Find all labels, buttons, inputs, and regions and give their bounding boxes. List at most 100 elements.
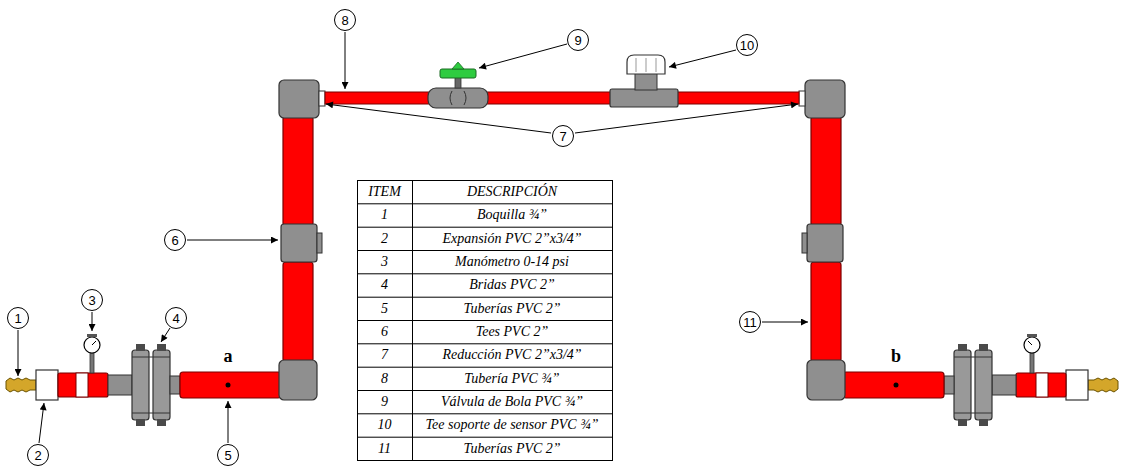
callout-number: 11	[743, 316, 757, 329]
callout-number: 3	[88, 294, 95, 307]
bolt	[132, 413, 170, 414]
table-rule	[358, 413, 613, 414]
valve-handle	[440, 69, 476, 78]
point-label: b	[891, 347, 901, 367]
flange-stub	[170, 376, 180, 394]
table-rule	[358, 343, 613, 344]
table-cell: Tuberías PVC 2”	[463, 301, 560, 316]
leader-line	[479, 44, 567, 68]
callout-number: 6	[171, 234, 178, 247]
knob-rib	[646, 58, 647, 72]
callout-number: 1	[14, 312, 21, 325]
leader-line	[762, 322, 808, 323]
table-rule	[358, 390, 613, 391]
small-pipe	[486, 92, 612, 104]
elbow	[279, 80, 319, 118]
callout-number: 2	[34, 449, 41, 462]
pipe	[283, 116, 313, 226]
callout-circle: 8	[334, 9, 356, 31]
table-cell: 9	[381, 394, 388, 409]
gauge-stem	[90, 353, 94, 373]
table-cell: Tuberías PVC 2”	[463, 441, 560, 456]
small-pipe	[325, 92, 430, 104]
leader-line	[18, 330, 19, 376]
table-rule	[358, 227, 613, 228]
callout-number: 10	[740, 39, 754, 52]
pipe-band	[76, 373, 88, 397]
leader-line	[345, 32, 346, 89]
bolt	[132, 357, 170, 358]
leader-line	[161, 328, 170, 342]
table-cell: Tee soporte de sensor PVC ¾”	[426, 417, 599, 432]
leader-line	[228, 401, 229, 443]
valve-stem	[455, 77, 461, 88]
callout-number: 8	[341, 14, 348, 27]
table-rule	[358, 297, 613, 298]
right-assembly	[799, 80, 1118, 426]
ball-valve	[428, 88, 488, 108]
callout-circle: 4	[165, 307, 187, 329]
table-cell: DESCRIPCIÓN	[467, 184, 557, 199]
table-cell: 1	[381, 207, 388, 222]
gauge-needle	[92, 341, 96, 345]
callout-circle: 10	[736, 34, 758, 56]
table-cell: 7	[381, 347, 388, 362]
bolt-nut	[157, 419, 166, 426]
table-cell: Válvula de Bola PVC ¾”	[441, 394, 583, 409]
table-border	[358, 181, 613, 461]
knob-rib	[636, 58, 637, 72]
elbow	[279, 360, 317, 400]
nozzle	[6, 378, 36, 392]
table-cell: Manómetro 0-14 psi	[455, 254, 569, 269]
table-cell: 6	[381, 324, 388, 339]
table-cell: Boquilla ¾”	[477, 207, 547, 222]
knob-rib	[656, 58, 657, 72]
leader-line	[39, 403, 44, 443]
callout-circle: 9	[567, 29, 589, 51]
table-cell: Tees PVC 2”	[476, 324, 549, 339]
table-rule	[358, 437, 613, 438]
table-rule	[358, 320, 613, 321]
table-rule	[358, 273, 613, 274]
tee-branch	[317, 233, 322, 253]
table-cell: Expansión PVC 2”x3/4”	[442, 231, 581, 246]
callout-number: 9	[574, 34, 581, 47]
flange	[132, 350, 149, 420]
leader-line	[326, 104, 551, 133]
expansion	[36, 370, 58, 400]
table-cell: 10	[378, 417, 392, 432]
table-rule	[358, 367, 613, 368]
leader-line	[575, 104, 798, 133]
short-pipe	[58, 373, 108, 397]
callout-circle: 5	[217, 444, 239, 466]
pipe	[283, 262, 313, 362]
tee	[281, 224, 317, 262]
table-cell: 4	[381, 277, 388, 292]
callout-circle: 11	[739, 311, 761, 333]
bolt-nut	[157, 344, 166, 351]
left-assembly	[6, 80, 325, 426]
leader-line	[669, 50, 736, 67]
callout-circle: 3	[81, 289, 103, 311]
table-cell: 2	[381, 231, 388, 246]
pipe	[180, 372, 281, 398]
leader-line	[92, 312, 93, 331]
valve-arrow	[452, 62, 464, 69]
valve-ball	[450, 91, 466, 105]
callout-circle: 6	[164, 229, 186, 251]
reducer	[319, 91, 325, 106]
leader-line	[187, 240, 278, 241]
gauge	[84, 337, 100, 353]
sensor-tee-branch	[635, 72, 657, 90]
small-pipe	[676, 92, 799, 104]
callout-number: 5	[224, 449, 231, 462]
callout-number: 4	[172, 312, 179, 325]
table-cell: 8	[381, 371, 388, 386]
table-rule	[358, 250, 613, 251]
bolt-nut	[136, 419, 145, 426]
callout-circle: 2	[27, 444, 49, 466]
callout-number: 7	[559, 130, 566, 143]
callout-circle: 1	[7, 307, 29, 329]
table-cell: Bridas PVC 2”	[469, 277, 555, 292]
